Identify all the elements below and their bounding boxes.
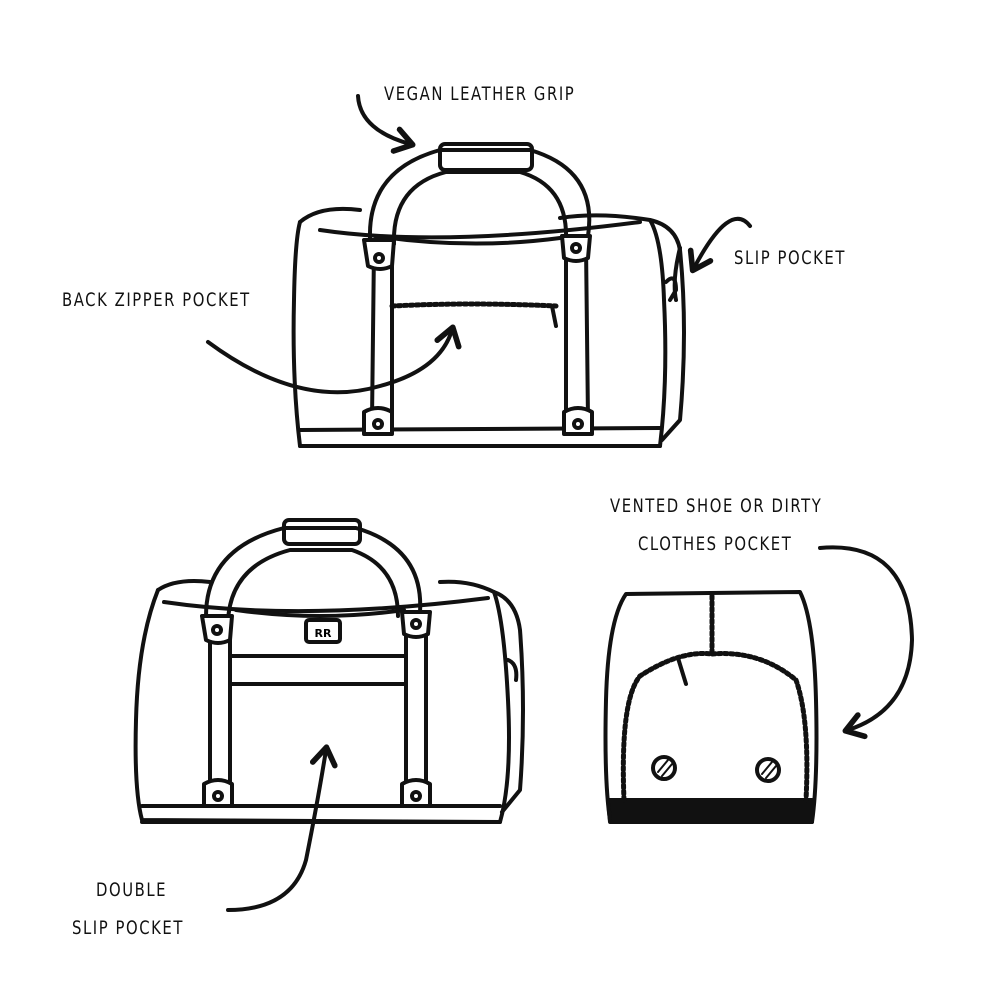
callout-arrows — [206, 94, 914, 912]
label-back-zipper-pocket: BACK ZIPPER POCKET — [62, 289, 251, 311]
back-bag-body — [291, 213, 668, 448]
label-vegan-leather-grip: VEGAN LEATHER GRIP — [384, 83, 576, 105]
arrow-vented-pocket — [818, 545, 914, 740]
end-view-base — [606, 798, 814, 824]
front-view-bag — [133, 518, 525, 824]
label-double-line2: SLIP POCKET — [72, 917, 184, 939]
front-bag-handle — [204, 526, 423, 618]
front-grip — [282, 518, 362, 546]
arrow-double-slip-pocket — [226, 744, 338, 912]
vented-pocket-zipper — [620, 650, 810, 803]
label-vented-line2: CLOTHES POCKET — [638, 533, 793, 555]
vent-left — [651, 755, 677, 781]
label-double-line1: DOUBLE — [96, 879, 168, 901]
end-view-bag — [603, 590, 819, 824]
label-vented-line1: VENTED SHOE OR DIRTY — [610, 495, 823, 517]
label-slip-pocket: SLIP POCKET — [734, 247, 846, 269]
arrow-back-zipper-pocket — [206, 324, 462, 395]
back-bag-bottom-band — [298, 426, 662, 432]
back-bag-handle — [367, 148, 592, 240]
slip-pocket-side — [664, 276, 678, 302]
logo-patch — [304, 618, 342, 644]
back-view-bag — [291, 142, 686, 448]
back-zipper — [389, 301, 559, 309]
vent-right — [755, 757, 781, 783]
arrow-vegan-leather-grip — [356, 94, 416, 154]
vegan-leather-grip — [438, 142, 534, 172]
logo-label: RR — [314, 627, 332, 640]
arrow-slip-pocket — [687, 216, 752, 274]
